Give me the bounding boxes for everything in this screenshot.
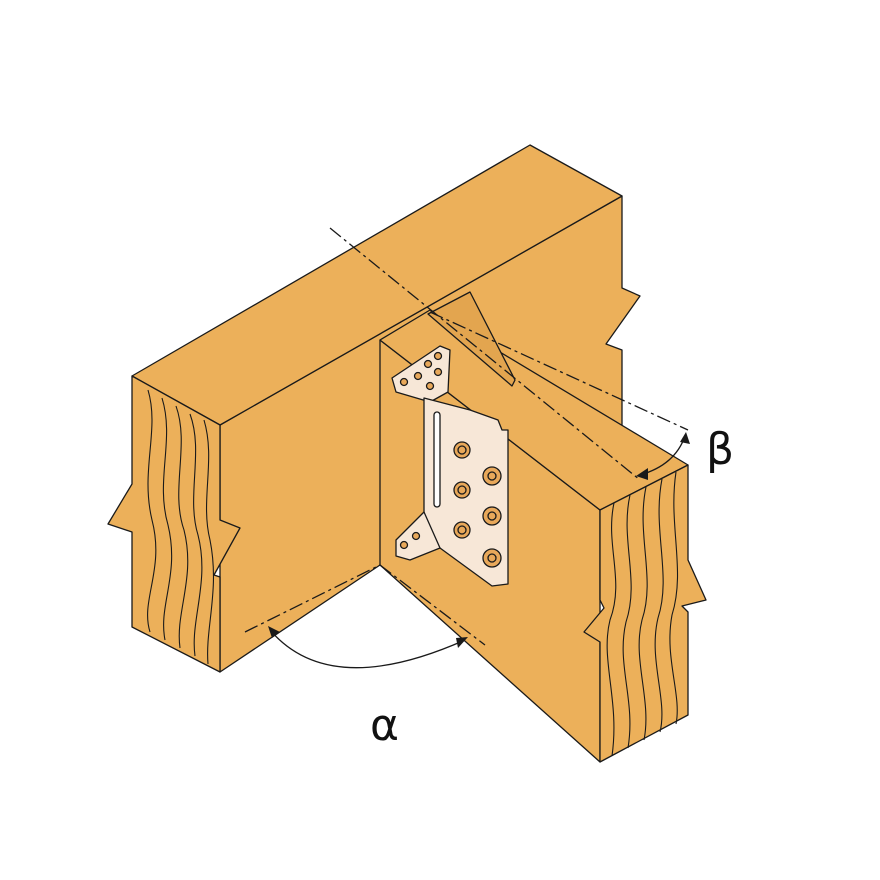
main-beam-wood-grain [147, 389, 215, 665]
axis-lines [244, 227, 689, 646]
beta-label: β [706, 424, 735, 475]
angle-arrowheads [268, 432, 690, 648]
joist-hanger-bracket [391, 345, 509, 587]
hanger-slot [427, 291, 516, 387]
alpha-angle-arc [269, 629, 466, 669]
alpha-label: α [370, 700, 400, 751]
joist-wood-grain [606, 471, 679, 757]
hanger-screw-holes [399, 351, 502, 568]
joist-end-face [583, 464, 707, 763]
hanger-slot-hole [433, 411, 441, 508]
main-beam-end-face [107, 375, 241, 673]
